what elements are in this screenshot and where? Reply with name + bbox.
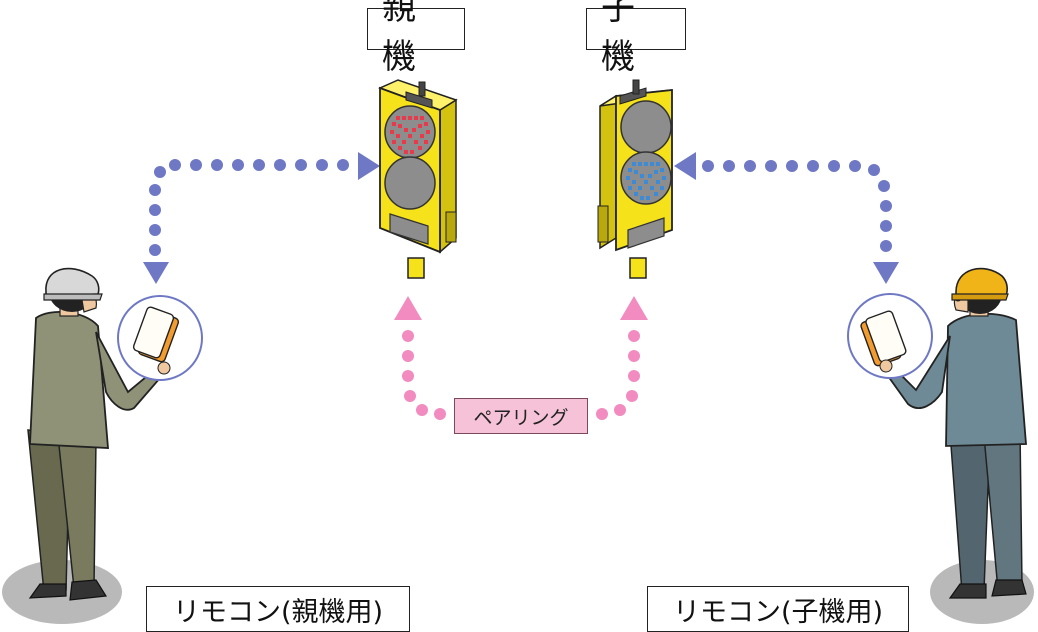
arrow-icon	[394, 296, 422, 320]
pairing-link	[394, 296, 648, 420]
worker-icon	[27, 267, 167, 601]
arrow-icon	[873, 262, 899, 284]
signal-light-icon	[597, 79, 673, 279]
radio-link-left	[143, 152, 380, 284]
signal-light-icon	[378, 79, 458, 279]
remote-control-icon	[847, 293, 933, 379]
child-unit-label: 子 機	[586, 0, 686, 77]
remote-parent-label: リモコン(親機用)	[146, 586, 410, 632]
radio-link-right	[674, 152, 899, 284]
remote-child-label: リモコン(子機用)	[647, 586, 909, 632]
pairing-label: ペアリング	[454, 398, 588, 434]
worker-icon	[883, 267, 1027, 599]
remote-control-icon	[117, 295, 203, 381]
parent-unit-label: 親 機	[367, 0, 465, 77]
arrow-icon	[620, 296, 648, 320]
arrow-icon	[674, 152, 696, 180]
arrow-icon	[143, 262, 169, 284]
arrow-icon	[358, 152, 380, 180]
